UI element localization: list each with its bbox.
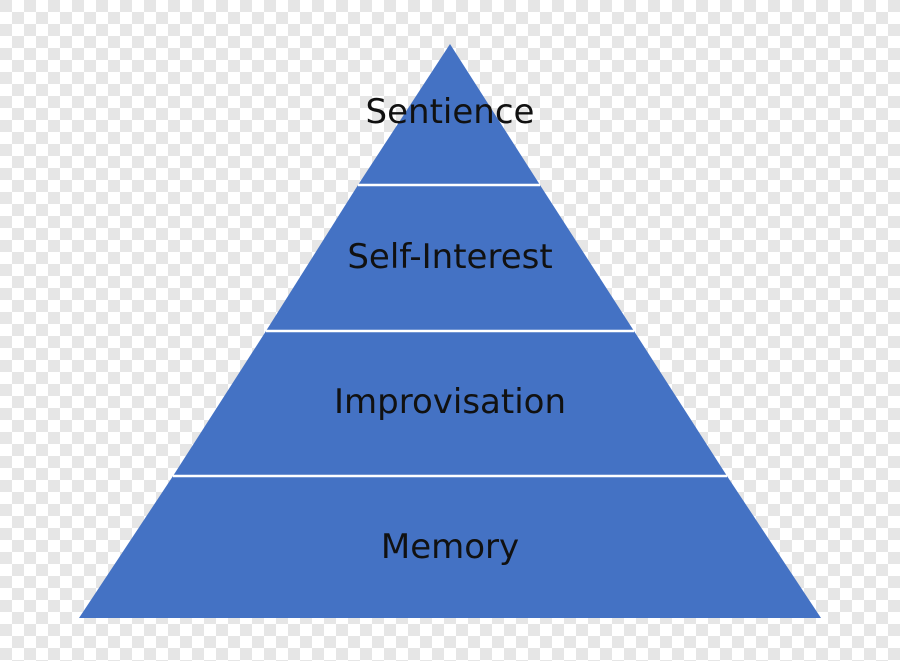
pyramid-tier-sentience xyxy=(358,44,540,185)
tier-label-memory: Memory xyxy=(380,527,520,567)
tier-label-sentience: Sentience xyxy=(365,92,535,132)
tier-label-improvisation: Improvisation xyxy=(333,382,566,422)
pyramid-tier-self-interest xyxy=(266,185,634,331)
pyramid-tier-improvisation xyxy=(173,331,727,476)
pyramid-tier-memory xyxy=(79,476,821,618)
tier-label-self-interest: Self-Interest xyxy=(347,237,553,277)
